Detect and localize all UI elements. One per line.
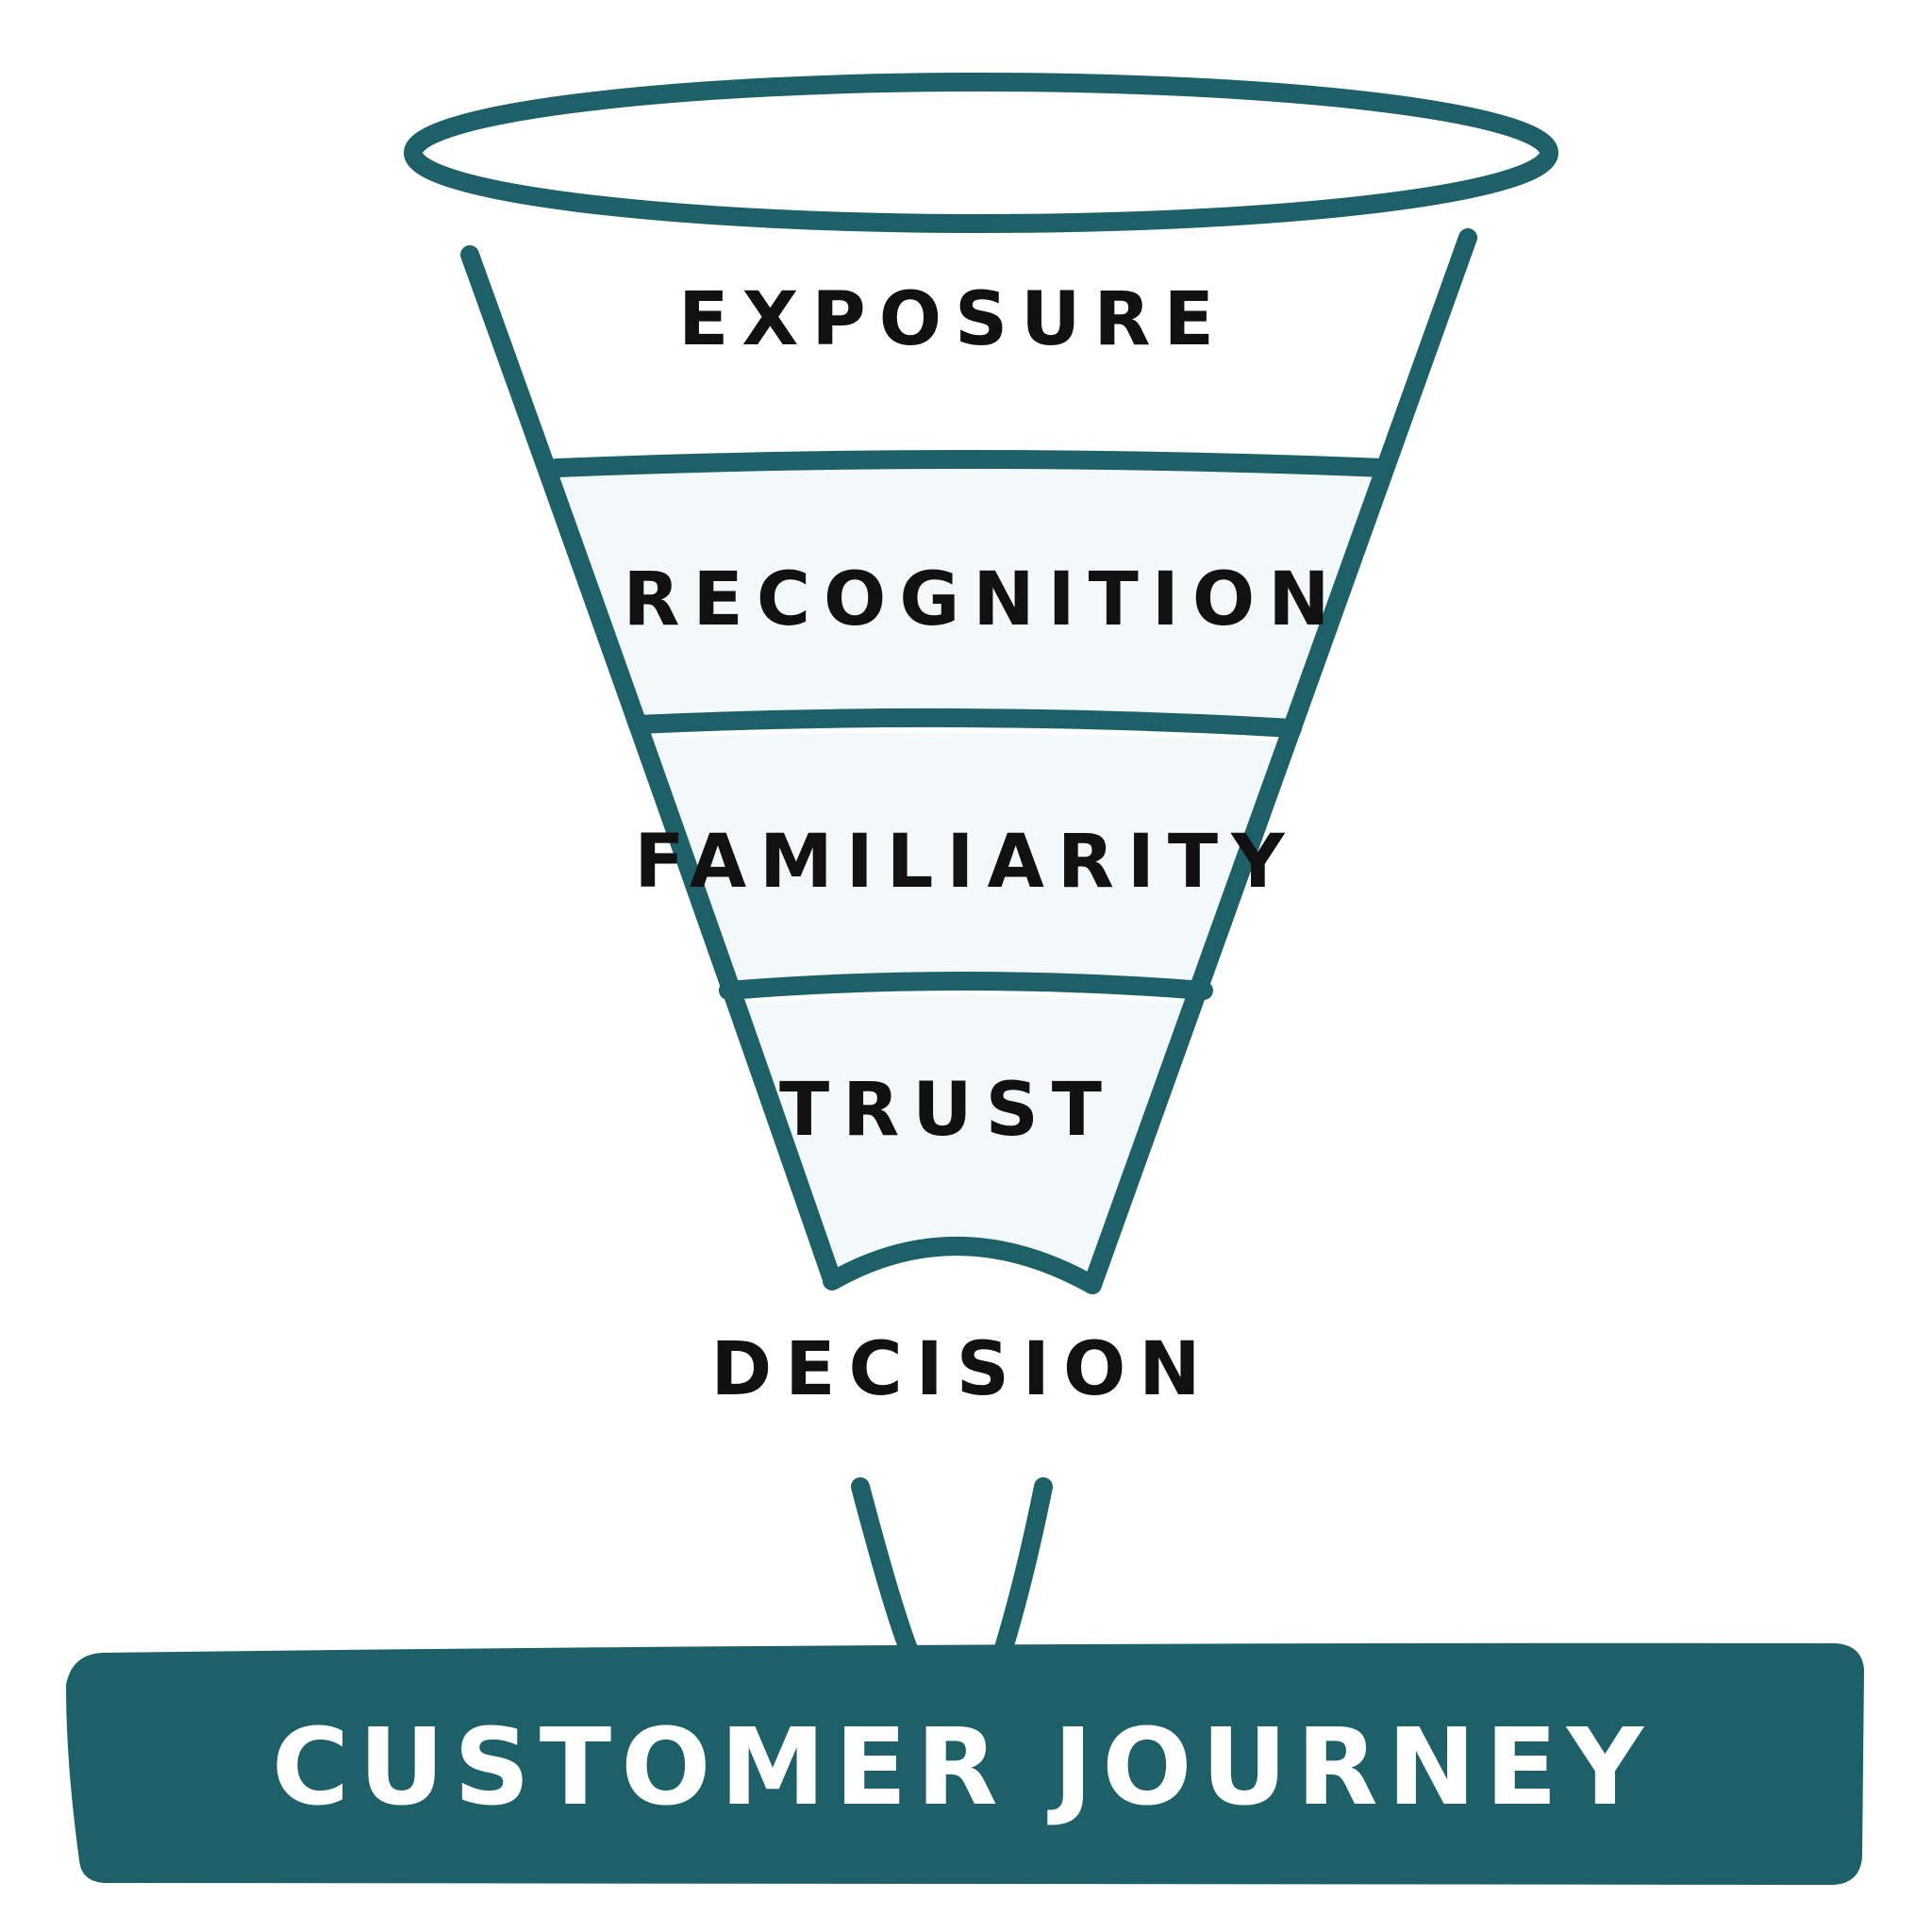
band-trust-fill bbox=[739, 995, 1191, 1275]
banner-background bbox=[66, 1642, 1864, 1885]
connector-left bbox=[851, 1477, 923, 1670]
divider-1 bbox=[547, 450, 1392, 477]
stage-label-exposure: EXPOSURE bbox=[678, 277, 1227, 362]
outcome-label-decision: DECISION bbox=[710, 1327, 1213, 1412]
stage-label-familiarity: FAMILIARITY bbox=[634, 820, 1297, 905]
stage-label-trust: TRUST bbox=[779, 1068, 1115, 1153]
banner-title: CUSTOMER JOURNEY bbox=[272, 1707, 1653, 1829]
divider-3 bbox=[719, 972, 1213, 1000]
divider-2 bbox=[628, 708, 1302, 738]
funnel-right-side bbox=[1083, 228, 1477, 1294]
band-familiarity-fill bbox=[649, 732, 1287, 989]
band-recognition-fill bbox=[561, 470, 1375, 721]
funnel-rim bbox=[404, 73, 1558, 233]
funnel-left-side bbox=[460, 245, 841, 1289]
stage-label-recognition: RECOGNITION bbox=[623, 558, 1342, 642]
connector-right bbox=[991, 1477, 1053, 1670]
funnel-bottom bbox=[823, 1237, 1102, 1294]
